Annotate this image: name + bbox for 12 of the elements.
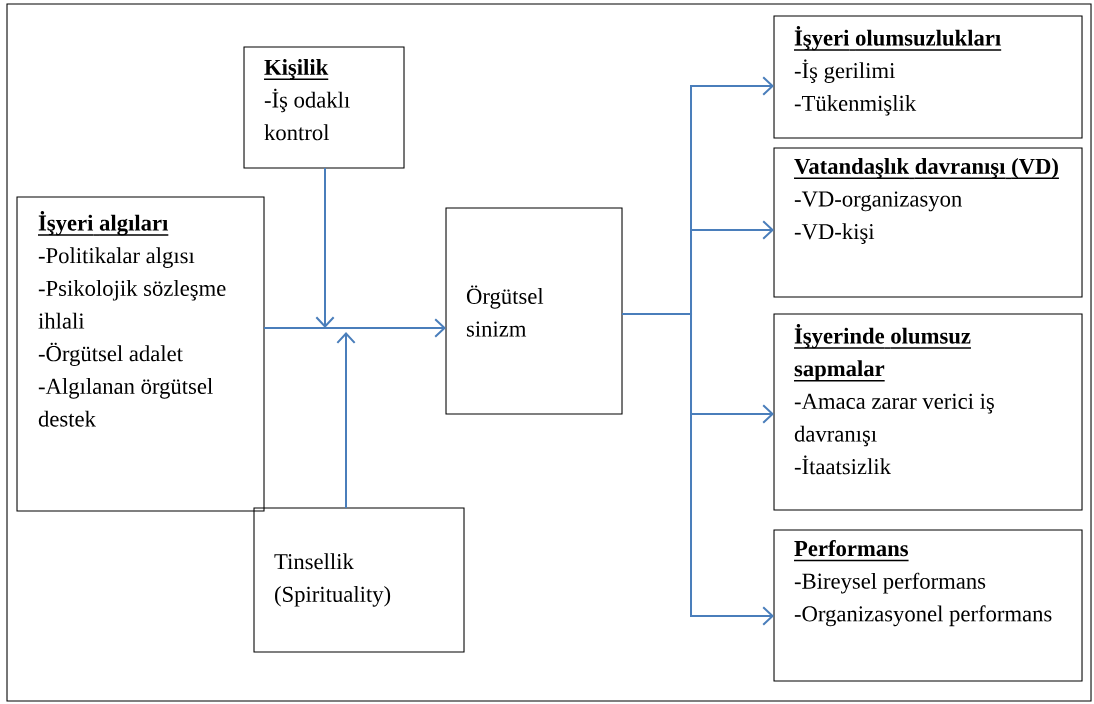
arrow bbox=[315, 167, 335, 328]
text-box: İşyerinde olumsuz sapmalar -Amaca zarar verici iş davranışı -İtaatsizlik bbox=[773, 313, 1083, 511]
text-box: Vatandaşlık davranışı (VD) -VD-organizasyon -VD-kişi bbox=[773, 147, 1083, 298]
text-box: İşyeri algıları -Politikalar algısı -Psikolojik sözleşme ihlali -Örgütsel adalet -Algılanan örgütsel destek bbox=[16, 196, 265, 512]
arrow bbox=[263, 318, 446, 338]
text-box: İşyeri olumsuzlukları -İş gerilimi -Tükenmişlik bbox=[773, 15, 1083, 139]
text-box: Tinsellik (Spirituality) bbox=[253, 507, 465, 653]
text-box: Performans -Bireysel performans -Organizasyonel performans bbox=[773, 529, 1083, 682]
text-box: Kişilik -İş odaklı kontrol bbox=[243, 46, 405, 169]
arrow bbox=[336, 332, 356, 509]
text-box: Örgütsel sinizm bbox=[445, 207, 623, 415]
arrow bbox=[621, 313, 774, 626]
